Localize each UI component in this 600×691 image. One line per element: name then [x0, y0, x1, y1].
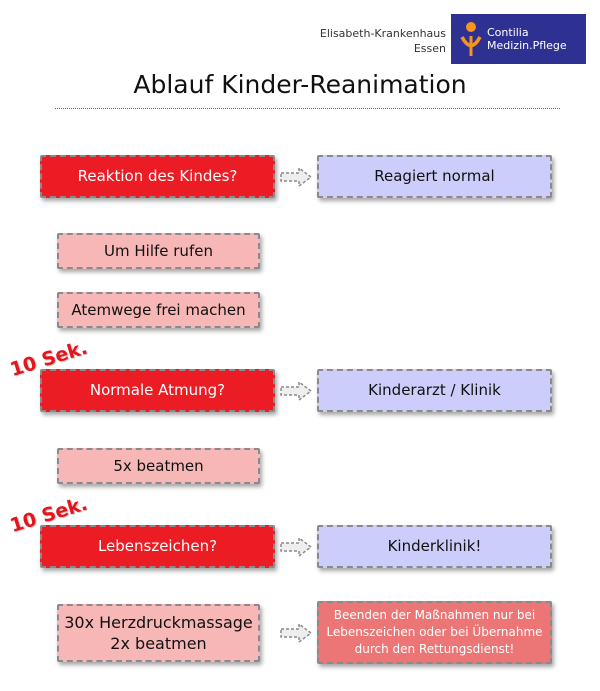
- logo-line1: Contilia: [487, 26, 529, 39]
- call-help-box: Um Hilfe rufen: [57, 233, 260, 269]
- call-help-text: Um Hilfe rufen: [104, 241, 213, 260]
- pediatrician-box: Kinderarzt / Klinik: [317, 369, 552, 412]
- hospital-name-line2: Essen: [413, 42, 446, 55]
- childrens-clinic-box: Kinderklinik!: [317, 525, 552, 568]
- cpr-text-line1: 30x Herzdruckmassage: [64, 613, 253, 632]
- signs-of-life-question-box: Lebenszeichen?: [40, 525, 275, 568]
- logo-mark-icon: [460, 22, 482, 56]
- hospital-name: Elisabeth-Krankenhaus Essen: [300, 26, 446, 56]
- stop-measures-note: Beenden der Maßnahmen nur bei Lebenszeic…: [317, 601, 552, 664]
- contilia-logo: Contilia Medizin.Pflege: [451, 14, 586, 64]
- reacts-normal-text: Reagiert normal: [374, 167, 495, 185]
- ventilate-text: 5x beatmen: [113, 456, 204, 475]
- stop-note-line2: Lebenszeichen oder bei Übernahme: [326, 625, 543, 639]
- arrow-icon: [280, 536, 313, 558]
- arrow-icon: [280, 166, 313, 188]
- hospital-name-line1: Elisabeth-Krankenhaus: [319, 27, 446, 40]
- reaction-question-text: Reaktion des Kindes?: [77, 167, 238, 185]
- airway-box: Atemwege frei machen: [57, 292, 260, 328]
- logo-line2: Medizin.Pflege: [487, 39, 567, 52]
- stop-note-line1: Beenden der Maßnahmen nur bei: [333, 608, 536, 622]
- cpr-box: 30x Herzdruckmassage 2x beatmen: [57, 604, 260, 662]
- title-divider: [55, 108, 560, 109]
- reacts-normal-box: Reagiert normal: [317, 155, 552, 198]
- page-title: Ablauf Kinder-Reanimation: [133, 70, 467, 99]
- stop-note-line3: durch den Rettungsdienst!: [354, 642, 515, 656]
- arrow-icon: [280, 622, 313, 644]
- arrow-icon: [280, 380, 313, 402]
- ventilate-box: 5x beatmen: [57, 448, 260, 484]
- reaction-question-box: Reaktion des Kindes?: [40, 155, 275, 198]
- pediatrician-text: Kinderarzt / Klinik: [368, 381, 501, 399]
- breathing-question-box: Normale Atmung?: [40, 369, 275, 412]
- childrens-clinic-text: Kinderklinik!: [387, 537, 482, 555]
- signs-of-life-question-text: Lebenszeichen?: [97, 537, 218, 555]
- cpr-text-line2: 2x beatmen: [110, 634, 207, 653]
- airway-text: Atemwege frei machen: [71, 300, 246, 319]
- breathing-question-text: Normale Atmung?: [89, 381, 226, 399]
